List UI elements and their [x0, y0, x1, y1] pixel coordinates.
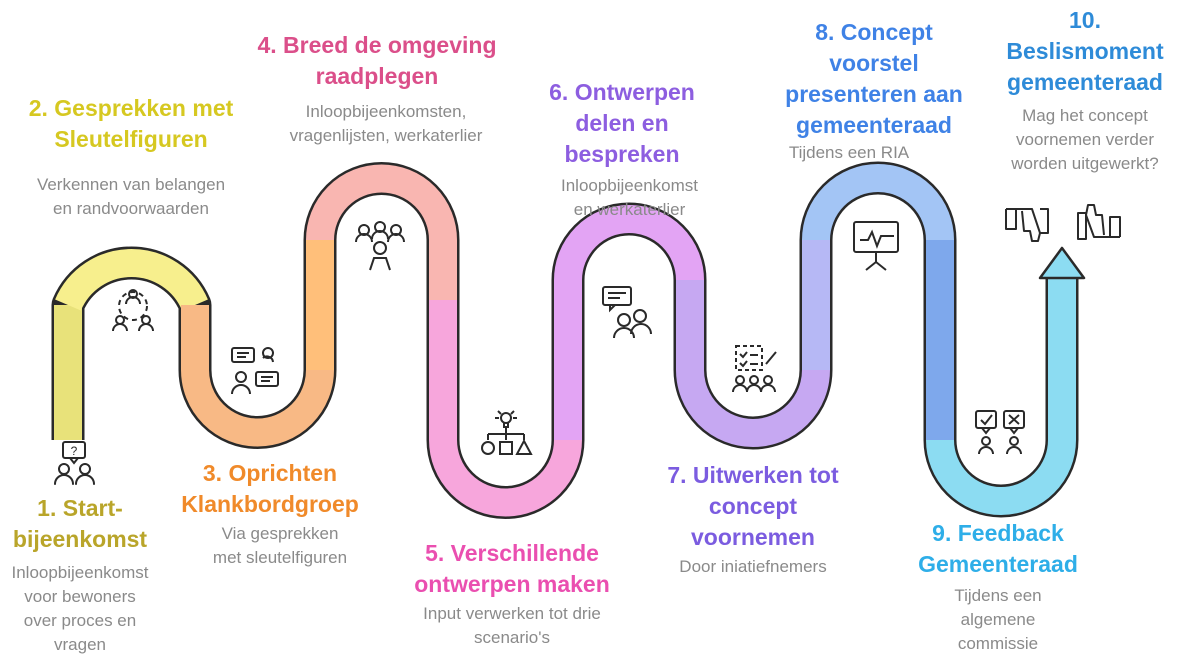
- checklist-team-icon: [732, 345, 777, 393]
- step-5-desc: Input verwerken tot drie scenario's: [392, 602, 632, 650]
- step-8: 8. Concept voorstel presenteren aan geme…: [774, 17, 974, 165]
- step-7-desc-line: Door iniatiefnemers: [679, 557, 827, 576]
- step-5-desc-line: scenario's: [473, 628, 550, 647]
- step-6-title: 6. Ontwerpen delen en bespreken: [522, 77, 722, 170]
- step-2-desc: Verkennen van belangen en randvoorwaarde…: [0, 173, 262, 221]
- step-4-desc-line: Inloopbijeenkomsten,: [305, 102, 467, 121]
- step-7-title-line: 7. Uitwerken tot: [667, 462, 839, 488]
- question-people-icon: ?: [54, 441, 95, 485]
- step-6-desc-line: en werkaterlier: [573, 200, 686, 219]
- step-7-title-line: voornemen: [691, 524, 815, 550]
- step-8-title-line: presenteren aan: [785, 81, 963, 107]
- step-10-desc-line: voornemen verder: [1016, 130, 1154, 149]
- step-1-desc-line: Inloopbijeenkomst: [11, 563, 149, 582]
- step-10-title-line: gemeenteraad: [1007, 69, 1163, 95]
- step-4: 4. Breed de omgeving raadplegen Inloopbi…: [232, 30, 522, 148]
- svg-text:?: ?: [71, 444, 78, 458]
- group-circle-icon: [112, 289, 154, 332]
- step-7: 7. Uitwerken tot concept voornemen Door …: [643, 460, 863, 579]
- step-10-desc: Mag het concept voornemen verder worden …: [990, 104, 1180, 176]
- step-3-title-line: 3. Oprichten: [202, 460, 338, 486]
- step-2: 2. Gesprekken met Sleutelfiguren Verkenn…: [0, 93, 262, 221]
- discussion-icon: [602, 286, 652, 339]
- step-1-desc: Inloopbijeenkomst voor bewoners over pro…: [0, 561, 160, 657]
- step-5: 5. Verschillende ontwerpen maken Input v…: [392, 538, 632, 650]
- step-3-desc-line: Via gesprekken: [221, 524, 339, 543]
- step-9-desc-line: algemene: [960, 610, 1036, 629]
- step-9: 9. Feedback Gemeenteraad Tijdens een alg…: [900, 518, 1096, 656]
- step-9-title: 9. Feedback Gemeenteraad: [900, 518, 1096, 580]
- step-5-title: 5. Verschillende ontwerpen maken: [392, 538, 632, 600]
- step-6-desc: Inloopbijeenkomst en werkaterlier: [522, 174, 722, 222]
- step-1-title-line: 1. Start-: [37, 495, 123, 521]
- step-5-title-line: ontwerpen maken: [414, 571, 610, 597]
- step-6-title-line: delen en: [575, 110, 669, 136]
- step-6-title-line: bespreken: [564, 141, 680, 167]
- step-9-desc: Tijdens een algemene commissie: [900, 584, 1096, 656]
- step-10-title: 10. Beslismoment gemeenteraad: [990, 5, 1180, 98]
- step-10-desc-line: worden uitgewerkt?: [1011, 154, 1159, 173]
- step-7-desc: Door iniatiefnemers: [643, 555, 863, 579]
- step-8-title-line: 8. Concept: [815, 19, 933, 45]
- step-5-title-line: 5. Verschillende: [425, 540, 599, 566]
- step-10-title-line: 10.: [1069, 7, 1101, 33]
- step-10-desc-line: Mag het concept: [1022, 106, 1148, 125]
- step-9-title-line: 9. Feedback: [932, 520, 1064, 546]
- step-8-title: 8. Concept voorstel presenteren aan geme…: [774, 17, 974, 141]
- idea-shapes-icon: [481, 410, 533, 455]
- step-3-title: 3. Oprichten Klankbordgroep: [170, 458, 370, 520]
- step-2-desc-line: Verkennen van belangen: [36, 175, 226, 194]
- step-8-desc: Tijdens een RIA: [774, 141, 974, 165]
- step-3-title-line: Klankbordgroep: [181, 491, 359, 517]
- step-10-title-line: Beslismoment: [1006, 38, 1164, 64]
- step-4-title-line: raadplegen: [315, 63, 439, 89]
- step-1-title: 1. Start- bijeenkomst: [0, 493, 160, 555]
- step-1-desc-line: over proces en: [23, 611, 137, 630]
- step-8-desc-line: Tijdens een RIA: [788, 143, 910, 162]
- step-1-title-line: bijeenkomst: [12, 526, 148, 552]
- presentation-board-icon: [853, 221, 899, 271]
- step-3: 3. Oprichten Klankbordgroep Via gesprekk…: [170, 458, 370, 570]
- step-2-title-line: 2. Gesprekken met: [28, 95, 234, 121]
- step-6-desc-line: Inloopbijeenkomst: [560, 176, 699, 195]
- step-4-title: 4. Breed de omgeving raadplegen: [232, 30, 522, 92]
- step-1-desc-line: voor bewoners: [24, 587, 136, 606]
- step-9-desc-line: commissie: [957, 634, 1039, 653]
- step-5-desc-line: Input verwerken tot drie: [423, 604, 601, 623]
- step-3-desc-line: met sleutelfiguren: [212, 548, 348, 567]
- step-2-title-line: Sleutelfiguren: [54, 126, 208, 152]
- thumbs-up-down-icon: [1005, 204, 1121, 242]
- step-1-desc-line: vragen: [54, 635, 106, 654]
- step-8-title-line: voorstel: [829, 50, 919, 76]
- step-10: 10. Beslismoment gemeenteraad Mag het co…: [990, 5, 1180, 176]
- step-8-title-line: gemeenteraad: [796, 112, 952, 138]
- step-6: 6. Ontwerpen delen en bespreken Inloopbi…: [522, 77, 722, 222]
- step-4-desc: Inloopbijeenkomsten, vragenlijsten, werk…: [232, 100, 522, 148]
- step-7-title-line: concept: [708, 493, 798, 519]
- conversation-icon: [231, 347, 279, 395]
- step-4-title-line: 4. Breed de omgeving: [257, 32, 497, 58]
- step-9-title-line: Gemeenteraad: [918, 551, 1078, 577]
- step-4-desc-line: vragenlijsten, werkaterlier: [289, 126, 483, 145]
- step-6-title-line: 6. Ontwerpen: [549, 79, 695, 105]
- crowd-icon: [355, 221, 405, 271]
- step-2-title: 2. Gesprekken met Sleutelfiguren: [0, 93, 262, 155]
- vote-feedback-icon: [975, 410, 1025, 455]
- step-9-desc-line: Tijdens een: [954, 586, 1042, 605]
- step-1: 1. Start- bijeenkomst Inloopbijeenkomst …: [0, 493, 160, 657]
- step-2-desc-line: en randvoorwaarden: [53, 199, 209, 218]
- step-3-desc: Via gesprekken met sleutelfiguren: [170, 522, 370, 570]
- step-7-title: 7. Uitwerken tot concept voornemen: [643, 460, 863, 553]
